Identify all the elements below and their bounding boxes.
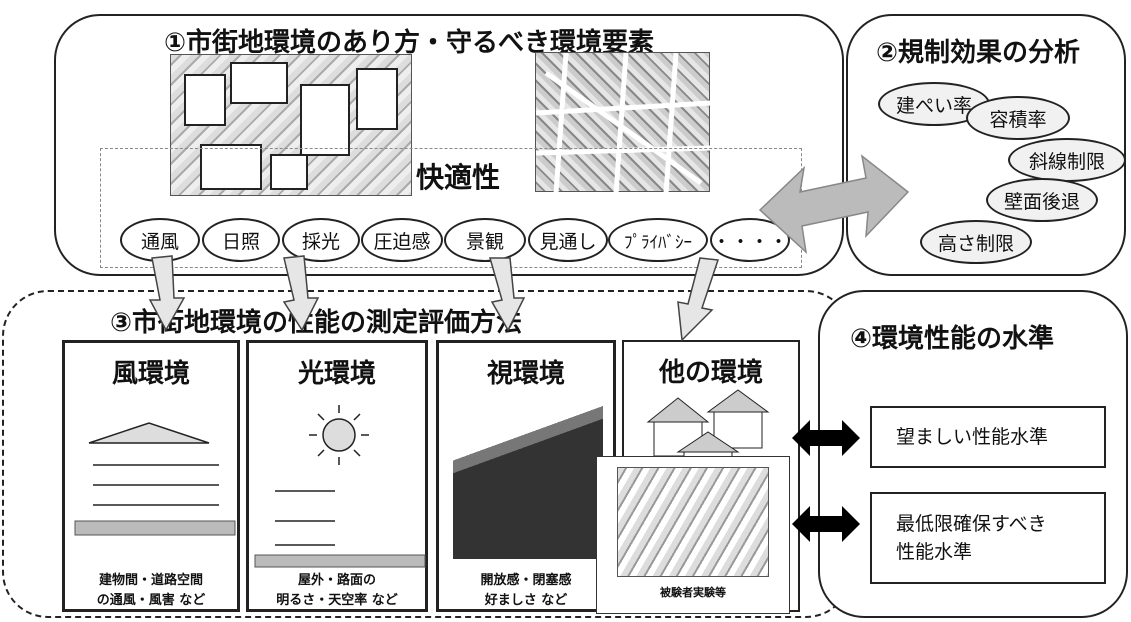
reg-slant-plane: 斜線制限 bbox=[1008, 138, 1126, 182]
section4-title: ④環境性能の水準 bbox=[850, 324, 1055, 354]
arrow-down-landscape bbox=[489, 257, 526, 332]
section3-title: ③市街地環境の性能の測定評価方法 bbox=[110, 308, 523, 338]
comfort-label: 快適性 bbox=[416, 161, 501, 194]
light-street-diagram bbox=[254, 490, 426, 568]
wind-environment-title: 風環境 bbox=[111, 359, 190, 389]
minimum-level-line1: 最低限確保すべき bbox=[896, 513, 1047, 535]
sun-icon bbox=[309, 405, 369, 465]
city-buildings-illustration bbox=[170, 54, 412, 196]
element-landscape: 景観 bbox=[444, 218, 526, 262]
visual-caption-1: 開放感・閉塞感 bbox=[480, 573, 572, 588]
visual-environment-title: 視環境 bbox=[486, 359, 565, 389]
wind-caption-1: 建物間・道路空間 bbox=[98, 573, 203, 588]
wind-flow-diagram bbox=[74, 422, 236, 536]
minimum-level-box: 最低限確保すべき 性能水準 bbox=[870, 492, 1106, 584]
buildings-sketch bbox=[184, 62, 398, 190]
section2-title: ②規制効果の分析 bbox=[876, 38, 1081, 68]
street-view-photo bbox=[453, 401, 603, 559]
minimum-level-text: 最低限確保すべき 性能水準 bbox=[896, 510, 1047, 566]
reg-floor-area-ratio: 容積率 bbox=[966, 96, 1070, 140]
city-map-illustration bbox=[535, 52, 712, 194]
light-caption-2: 明るさ・天空率 など bbox=[276, 593, 398, 608]
reg-setback: 壁面後退 bbox=[986, 178, 1098, 222]
visual-caption-2: 好ましさ など bbox=[484, 593, 568, 608]
desirable-level-line1: 望ましい性能水準 bbox=[896, 426, 1049, 448]
other-caption-1: 被験者実験等 bbox=[660, 586, 726, 599]
wind-caption-2: の通風・風害 など bbox=[96, 593, 206, 608]
element-ventilation: 通風 bbox=[120, 218, 200, 262]
other-environment-title: 他の環境 bbox=[658, 358, 763, 388]
light-caption-1: 屋外・路面の bbox=[297, 573, 376, 588]
element-privacy: ﾌﾟﾗｲﾊﾞｼｰ bbox=[608, 218, 708, 262]
light-environment-title: 光環境 bbox=[297, 359, 376, 389]
wind-environment-box: 風環境 建物間・道路空間 の通風・風害 など bbox=[62, 340, 240, 612]
arrow-down-privacy bbox=[677, 257, 720, 342]
desirable-level-text: 望ましい性能水準 bbox=[896, 423, 1048, 451]
element-daylight: 採光 bbox=[282, 218, 360, 262]
element-oppressiveness: 圧迫感 bbox=[361, 218, 443, 262]
element-sunlight: 日照 bbox=[202, 218, 280, 262]
double-arrow-minimum bbox=[792, 506, 860, 542]
arrow-down-daylight bbox=[282, 255, 320, 332]
experiment-photo: 被験者実験等 bbox=[596, 456, 790, 614]
element-visibility: 見通し bbox=[528, 218, 608, 262]
double-arrow-desirable bbox=[792, 420, 860, 456]
arrow-down-ventilation bbox=[148, 255, 186, 332]
desirable-level-box: 望ましい性能水準 bbox=[870, 406, 1106, 468]
light-environment-box: 光環境 屋外・路面の 明るさ・天空率 など bbox=[246, 340, 428, 612]
visual-environment-box: 視環境 開放感・閉塞感 好ましさ など bbox=[436, 340, 616, 612]
reg-height-limit: 高さ制限 bbox=[920, 220, 1032, 264]
map-streets bbox=[535, 52, 712, 194]
double-arrow-1-2 bbox=[758, 154, 910, 254]
minimum-level-line2: 性能水準 bbox=[896, 541, 973, 563]
experiment-image bbox=[617, 467, 769, 577]
